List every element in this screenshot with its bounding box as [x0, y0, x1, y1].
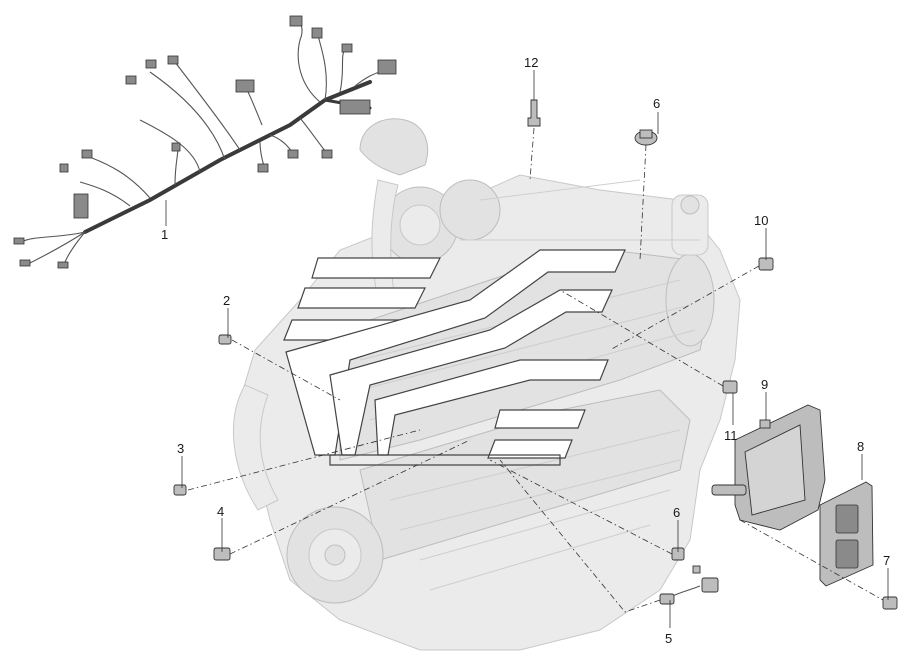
callout-4: 4 — [217, 504, 224, 519]
callout-5: 5 — [665, 631, 672, 646]
assembly-lines — [187, 127, 884, 613]
leader-lines — [165, 70, 889, 628]
callout-12: 12 — [524, 55, 538, 70]
callout-3: 3 — [177, 441, 184, 456]
sensor-11-icon — [722, 380, 738, 394]
manufacturer-logo-watermark — [283, 249, 626, 466]
sensor-5-icon — [659, 577, 719, 605]
callout-1: 1 — [161, 227, 168, 242]
sensor-12-icon — [527, 99, 541, 127]
callout-6-top: 6 — [653, 96, 660, 111]
sensor-6-top-icon — [634, 129, 658, 146]
callout-6-lower: 6 — [673, 505, 680, 520]
sensor-7-icon — [882, 596, 898, 610]
callout-11: 11 — [724, 428, 738, 443]
callout-7: 7 — [883, 553, 890, 568]
callout-labels: 1 2 3 4 5 6 6 7 8 9 10 11 12 — [161, 55, 890, 646]
ecu-bracket-icon — [711, 404, 826, 531]
callout-10: 10 — [754, 213, 768, 228]
sensor-3-icon — [173, 484, 187, 496]
callout-8: 8 — [857, 439, 864, 454]
sensor-2-icon — [218, 334, 232, 345]
callout-2: 2 — [223, 293, 230, 308]
ecu-module-icon — [819, 481, 874, 587]
wiring-harness-icon — [13, 15, 397, 269]
callout-9: 9 — [761, 377, 768, 392]
